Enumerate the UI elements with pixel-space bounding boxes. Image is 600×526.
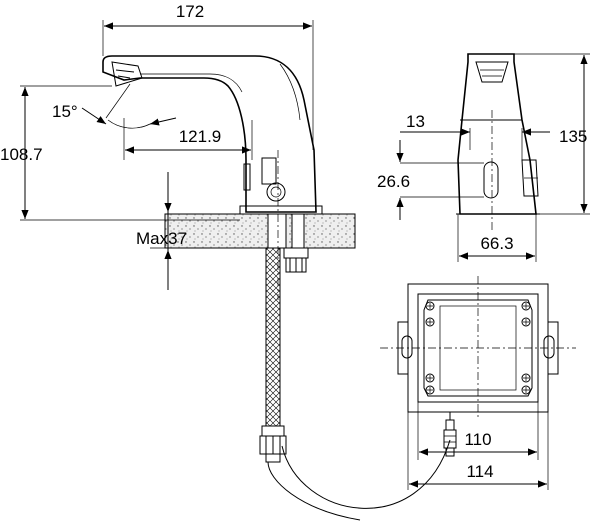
- dimension-angle: 15°: [52, 102, 177, 126]
- dimension-172: 172: [104, 2, 312, 30]
- dim-label-114: 114: [466, 462, 493, 481]
- dim-label-angle: 15°: [52, 102, 78, 121]
- faucet-side-view: [20, 20, 451, 521]
- dim-label-110: 110: [464, 430, 491, 449]
- control-box: [380, 276, 576, 490]
- dimension-26-6: 26.6: [377, 140, 410, 220]
- dimension-110: 110: [419, 430, 537, 456]
- dimension-108-7: 108.7: [0, 87, 43, 219]
- dim-label-66-3: 66.3: [480, 234, 513, 253]
- dimension-114: 114: [409, 462, 547, 488]
- dimension-13: 13: [400, 112, 550, 136]
- dim-label-108-7: 108.7: [0, 145, 43, 164]
- dim-label-26-6: 26.6: [377, 172, 410, 191]
- dimension-135: 135: [559, 55, 588, 213]
- dimension-max37: Max37: [136, 172, 187, 290]
- dimension-121-9: 121.9: [125, 127, 251, 154]
- dim-label-max37: Max37: [136, 229, 187, 248]
- dim-label-172: 172: [176, 2, 204, 21]
- faucet-front-view: [400, 53, 590, 262]
- dim-label-121-9: 121.9: [179, 127, 222, 146]
- dim-label-135: 135: [559, 127, 587, 146]
- dimension-66-3: 66.3: [459, 234, 535, 260]
- dim-label-13: 13: [406, 112, 425, 131]
